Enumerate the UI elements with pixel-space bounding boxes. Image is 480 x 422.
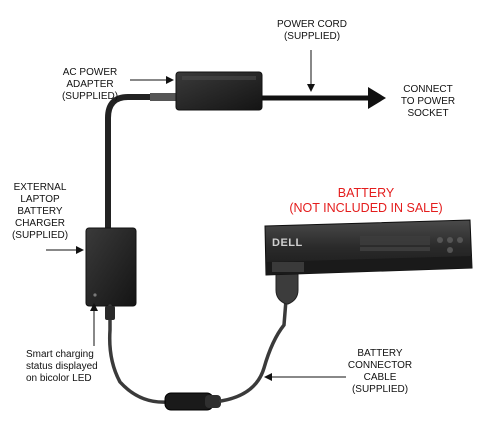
- label-battery-title-line2: (NOT INCLUDED IN SALE): [289, 201, 443, 215]
- label-external-charger-line3: BATTERY: [17, 206, 63, 217]
- label-external-charger-line1: EXTERNAL: [13, 182, 67, 193]
- label-connector-cable-line1: BATTERY: [357, 348, 403, 359]
- cable-strain-relief: [150, 93, 176, 101]
- laptop-battery: [264, 219, 473, 276]
- label-external-charger: EXTERNAL LAPTOP BATTERY CHARGER (SUPPLIE…: [0, 182, 80, 242]
- label-smart-charging: Smart charging status displayed on bicol…: [26, 349, 126, 385]
- label-battery-title-line1: BATTERY: [337, 186, 395, 200]
- label-external-charger-line4: CHARGER: [14, 218, 65, 229]
- bicolor-led: [93, 293, 97, 297]
- label-connect-line3: SOCKET: [407, 108, 449, 119]
- label-external-charger-line2: LAPTOP: [20, 194, 60, 205]
- label-connector-cable: BATTERY CONNECTOR CABLE (SUPPLIED): [340, 348, 420, 396]
- label-external-charger-line5: (SUPPLIED): [11, 230, 69, 241]
- label-ac-adapter-line2: ADAPTER: [66, 79, 114, 90]
- label-smart-charging-line1: Smart charging: [26, 349, 94, 360]
- label-power-cord-line1: POWER CORD: [277, 19, 347, 30]
- ac-power-adapter: [175, 71, 263, 111]
- external-battery-charger: [85, 227, 137, 307]
- label-connector-cable-line2: CONNECTOR: [347, 360, 413, 371]
- label-power-cord-line2: (SUPPLIED): [283, 31, 341, 42]
- charger-output-cable: [107, 304, 170, 404]
- label-power-cord: POWER CORD (SUPPLIED): [260, 19, 364, 43]
- charger-cable-boot: [105, 306, 115, 320]
- power-cord-arrowhead: [368, 87, 386, 109]
- battery-connector-cable: [219, 298, 288, 403]
- label-connect-line2: TO POWER: [400, 96, 456, 107]
- label-ac-adapter-line1: AC POWER: [62, 67, 118, 78]
- adapter-to-charger-cable: [105, 94, 181, 235]
- label-ac-adapter: AC POWER ADAPTER (SUPPLIED): [50, 67, 130, 103]
- label-connector-cable-line3: CABLE: [363, 372, 397, 383]
- label-battery-title: BATTERY (NOT INCLUDED IN SALE): [276, 186, 456, 216]
- connector-collar: [205, 395, 221, 408]
- label-connect-socket: CONNECT TO POWER SOCKET: [388, 84, 468, 120]
- label-smart-charging-line2: status displayed: [26, 361, 98, 372]
- label-connect-line1: CONNECT: [403, 84, 453, 95]
- label-connector-cable-line4: (SUPPLIED): [351, 384, 409, 395]
- adapter-highlight: [182, 76, 256, 80]
- label-ac-adapter-line3: (SUPPLIED): [61, 91, 119, 102]
- battery-brand-logo: DELL: [272, 237, 303, 249]
- label-smart-charging-line3: on bicolor LED: [26, 373, 92, 384]
